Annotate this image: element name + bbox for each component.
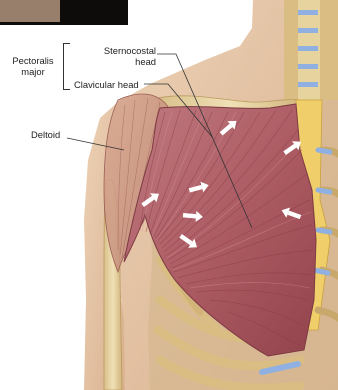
clavicular-head-text: Clavicular head bbox=[74, 79, 139, 90]
deltoid-label: Deltoid bbox=[31, 129, 60, 140]
sternocostal-head-text: Sternocostal head bbox=[104, 45, 156, 67]
pectoralis-bracket bbox=[63, 43, 70, 90]
sternocostal-head-label: Sternocostal head bbox=[86, 45, 156, 67]
cervical-spine bbox=[284, 0, 338, 100]
pectoralis-major-label: Pectoralis major bbox=[6, 55, 60, 77]
pectoralis-major-text: Pectoralis major bbox=[12, 55, 53, 77]
deltoid-text: Deltoid bbox=[31, 129, 60, 140]
clavicular-head-label: Clavicular head bbox=[74, 79, 139, 90]
